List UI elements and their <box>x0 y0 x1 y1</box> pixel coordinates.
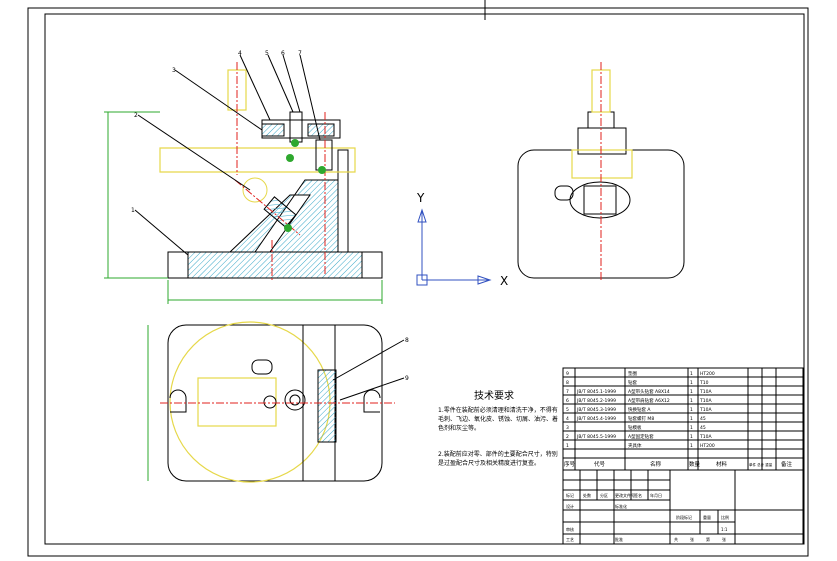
bom-seq: 4 <box>566 416 569 422</box>
bom-header-qty: 数量 <box>689 460 701 468</box>
bom-code: JB/T 8045.3-1999 <box>576 407 616 413</box>
bom-name: A型带肩钻套 A6X12 <box>628 397 670 404</box>
bom-material: T10A <box>699 434 712 440</box>
bom-seq: 1 <box>566 443 569 449</box>
bom-code: JB/T 8045.4-1999 <box>576 416 616 422</box>
bom-name: 夹具体 <box>628 442 642 449</box>
bom-material: 45 <box>700 425 706 431</box>
axis-x-label: X <box>500 274 508 288</box>
bom-qty: 1 <box>690 425 693 431</box>
ucs-icon <box>416 208 492 286</box>
bom-qty: 1 <box>690 398 693 404</box>
title-label: 签名 <box>634 492 642 498</box>
bom-header-code: 代号 <box>594 460 606 468</box>
balloon-label: 7 <box>298 50 302 57</box>
front-view <box>104 54 383 304</box>
bom-code: JB/T 8045.2-1999 <box>576 398 616 404</box>
bom-name: 钻套 <box>628 379 637 386</box>
bom-material: HT200 <box>700 443 715 449</box>
tech-requirement-item: 2.装配前应对零、部件的主要配合尺寸，特别是过盈配合尺寸及相关精度进行复查。 <box>438 451 558 467</box>
title-label: 张 <box>690 536 694 542</box>
bom-qty: 1 <box>690 380 693 386</box>
bom-header-seq: 序号 <box>564 460 576 468</box>
title-label: 审核 <box>566 526 574 532</box>
balloon-label: 3 <box>172 67 176 74</box>
title-label: 张 <box>722 536 726 542</box>
bom-code: JB/T 8045.1-1999 <box>576 389 616 395</box>
bom-name: A型带头钻套 A8X14 <box>628 388 670 395</box>
balloon-label: 8 <box>405 337 409 344</box>
inclined-support <box>188 179 339 253</box>
bom-material: 45 <box>700 416 706 422</box>
bom-name: 钻模板 <box>628 424 642 431</box>
balloon-label: 1 <box>131 207 135 214</box>
bom-header-material: 材料 <box>716 460 728 468</box>
title-label: 共 <box>674 536 678 542</box>
title-label: 批准 <box>615 536 623 542</box>
bom-name: 钻套螺钉 M8 <box>628 415 654 422</box>
bom-qty: 1 <box>690 434 693 440</box>
title-label: 设计 <box>566 503 574 509</box>
bom-name: A型固定钻套 <box>628 433 654 440</box>
bom-qty: 1 <box>690 407 693 413</box>
workpiece-outline <box>159 147 356 173</box>
balloon-label: 9 <box>405 375 409 382</box>
bom-name: 垫圈 <box>628 370 637 377</box>
bom-table <box>562 367 804 471</box>
bom-seq: 8 <box>566 380 569 386</box>
bom-seq: 5 <box>566 407 569 413</box>
title-label: 比例 <box>721 514 729 520</box>
bom-material: T10 <box>699 380 709 386</box>
top-view <box>147 321 405 483</box>
title-label: 阶段标记 <box>676 514 692 520</box>
bom-material: T10A <box>699 407 712 413</box>
bom-header-weight: 单件 总计 重量 <box>749 462 773 467</box>
bom-material: T10A <box>699 389 712 395</box>
title-label: 分区 <box>600 492 608 498</box>
bom-seq: 3 <box>566 425 569 431</box>
title-label: 标准化 <box>615 503 627 509</box>
base-plate <box>167 251 383 279</box>
title-label: 更改文件号 <box>615 492 635 498</box>
bom-seq: 2 <box>566 434 569 440</box>
title-label: 标记 <box>566 492 574 498</box>
bom-header-remark: 备注 <box>781 460 793 468</box>
balloon-label: 2 <box>134 112 138 119</box>
title-label: 工艺 <box>566 537 574 542</box>
axis-y-label: Y <box>416 191 425 205</box>
bom-seq: 9 <box>566 371 569 377</box>
title-scale: 1:1 <box>721 527 728 532</box>
title-block <box>562 469 804 545</box>
bom-material: HT200 <box>700 371 715 377</box>
title-label: 处数 <box>583 492 591 498</box>
bom-qty: 1 <box>690 389 693 395</box>
tech-requirement-item: 1.零件在装配前必须清理和清洗干净，不得有毛刺、飞边、氧化皮、锈蚀、切屑、油污、… <box>438 407 559 432</box>
title-label: 重量 <box>703 514 711 520</box>
tech-requirements-title: 技术要求 <box>474 391 514 402</box>
title-label: 第 <box>706 536 710 542</box>
balloon-label: 5 <box>265 50 269 57</box>
bom-seq: 6 <box>566 398 569 404</box>
balloon-label: 4 <box>238 50 242 57</box>
title-label: 年月日 <box>650 492 662 498</box>
balloon-label: 6 <box>281 50 285 57</box>
bom-header-name: 名称 <box>650 460 662 468</box>
side-view <box>517 62 685 280</box>
bom-material: T10A <box>699 398 712 404</box>
bom-name: 快换钻套 A <box>628 406 651 413</box>
outer-frame <box>27 7 809 557</box>
bom-qty: 1 <box>690 443 693 449</box>
bom-qty: 1 <box>690 371 693 377</box>
bom-qty: 1 <box>690 416 693 422</box>
bom-code: JB/T 8045.5-1999 <box>576 434 616 440</box>
bom-seq: 7 <box>566 389 569 395</box>
inner-frame <box>44 13 805 545</box>
